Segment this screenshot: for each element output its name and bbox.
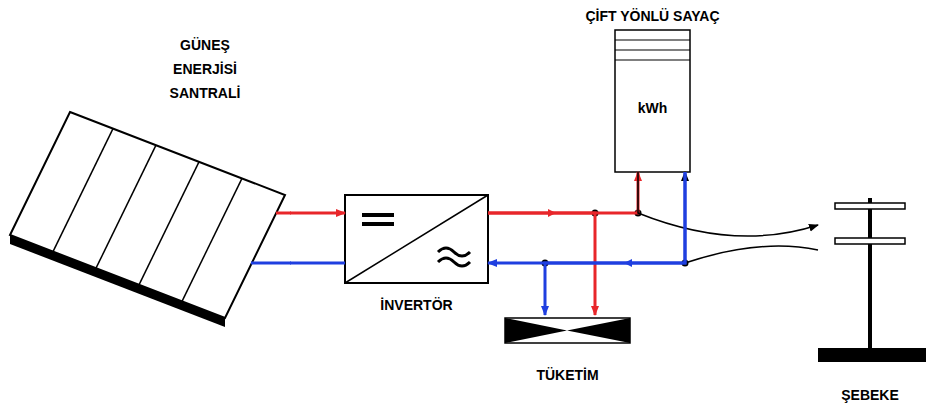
plant-label: GÜNEŞ ENERJİSİ SANTRALİ bbox=[150, 33, 260, 105]
crossbar bbox=[835, 238, 905, 244]
panel-strip bbox=[182, 178, 242, 301]
crossbar bbox=[835, 203, 905, 209]
wire-connector bbox=[290, 212, 345, 215]
ac-sign bbox=[438, 248, 470, 256]
panel-strip bbox=[139, 162, 199, 285]
dc-plus-wire bbox=[276, 212, 291, 215]
junctions bbox=[542, 209, 689, 267]
grid-pole bbox=[818, 198, 926, 362]
bidirectional-meter: ÇİFT YÖNLÜ SAYAÇkWh bbox=[615, 30, 690, 172]
inverter-box bbox=[345, 195, 488, 283]
wire-connector bbox=[290, 262, 345, 265]
meter-stripe bbox=[615, 39, 690, 40]
meter-box bbox=[615, 30, 690, 172]
pole bbox=[868, 198, 872, 350]
load-triangle bbox=[567, 318, 630, 343]
wire-connector bbox=[488, 172, 685, 263]
grid-label: ŞEBEKE bbox=[818, 383, 922, 407]
panel-frame bbox=[10, 112, 285, 318]
dc-minus-wire bbox=[251, 262, 291, 265]
ac-sign bbox=[438, 258, 470, 266]
dc-sign bbox=[362, 213, 394, 217]
meter-label: ÇİFT YÖNLÜ SAYAÇ bbox=[545, 4, 760, 28]
inverter-symbol bbox=[345, 195, 488, 283]
dc-sign bbox=[362, 222, 394, 226]
inverter-diagonal bbox=[345, 195, 488, 283]
wire-connector bbox=[638, 172, 818, 236]
load-box bbox=[505, 318, 630, 343]
solar-plant: GÜNEŞ ENERJİSİ SANTRALİ bbox=[5, 30, 290, 330]
load-symbol bbox=[505, 318, 630, 343]
meter-unit: kWh bbox=[615, 96, 690, 120]
wire-connector bbox=[545, 172, 685, 315]
inverter: İNVERTÖR bbox=[345, 195, 488, 283]
grid: ŞEBEKE bbox=[818, 195, 926, 360]
consumption: TÜKETİM bbox=[505, 315, 630, 345]
panel-strip bbox=[53, 129, 113, 252]
meter-stripe bbox=[615, 49, 690, 50]
ground-base bbox=[818, 348, 926, 362]
consumption-label: TÜKETİM bbox=[495, 363, 640, 387]
load-triangle bbox=[505, 318, 567, 343]
wire-connector bbox=[488, 172, 638, 213]
meter-symbol bbox=[615, 30, 690, 172]
solar-panel bbox=[10, 112, 291, 327]
wire-connector bbox=[685, 172, 818, 263]
meter-stripe bbox=[615, 59, 690, 60]
inverter-label: İNVERTÖR bbox=[335, 293, 498, 317]
panel-strip bbox=[96, 145, 156, 268]
